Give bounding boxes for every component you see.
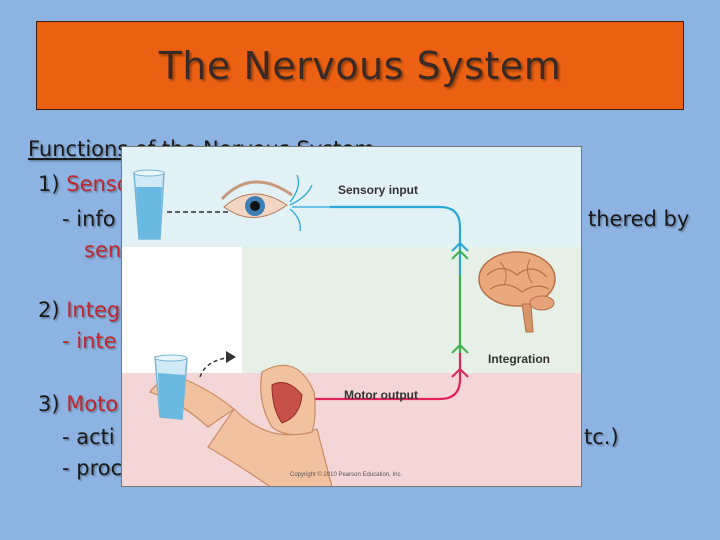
integration-arrowhead-bottom [451,343,469,354]
item-motor-number: 3) [38,392,67,416]
item-integration: 2) Integ [38,298,120,322]
item-integration-term: Integ [66,298,121,322]
item-motor-line1: - acti [62,425,115,449]
item-integration-line1: - inte [62,329,117,353]
sensory-input-label: Sensory input [338,183,419,197]
item-motor-line2: - proc [62,456,123,480]
sensory-pathway [330,205,462,275]
eye-icon [220,180,293,218]
left-white-area [122,247,242,373]
sensory-arrowhead [451,241,469,252]
item-sensory-line1: - info [62,207,116,231]
water-glass-icon [133,169,165,240]
motion-arrowhead [226,351,236,363]
water-glass-in-hand-icon [154,354,188,420]
item-integration-number: 2) [38,298,67,322]
nervous-system-diagram: Sensory input Integration Motor output C… [121,146,582,487]
item-motor-line1-end: tc.) [584,425,619,449]
item-motor: 3) Moto [38,392,118,416]
item-sensory: 1) Senso [38,172,130,196]
title-banner: The Nervous System [36,21,684,110]
integration-label: Integration [488,352,550,366]
item-motor-term: Moto [66,392,119,416]
item-sensory-number: 1) [38,172,67,196]
item-sensory-line2: sen [84,238,122,262]
item-integration-line1-text: - inte [62,329,117,353]
item-sensory-line1-end: thered by [588,207,690,231]
diagram-art [122,147,581,486]
item-sensory-term: Senso [66,172,130,196]
brain-icon [478,251,556,333]
copyright-text: Copyright © 2010 Pearson Education, Inc. [290,472,403,478]
page-title: The Nervous System [158,43,562,88]
motor-pathway [302,353,462,401]
sensory-nerve-branches [289,174,332,232]
sensory-band-fill [122,147,581,247]
motor-arrowhead [451,367,469,378]
motor-output-label: Motor output [344,388,418,402]
integration-arrowhead-top [451,249,469,260]
